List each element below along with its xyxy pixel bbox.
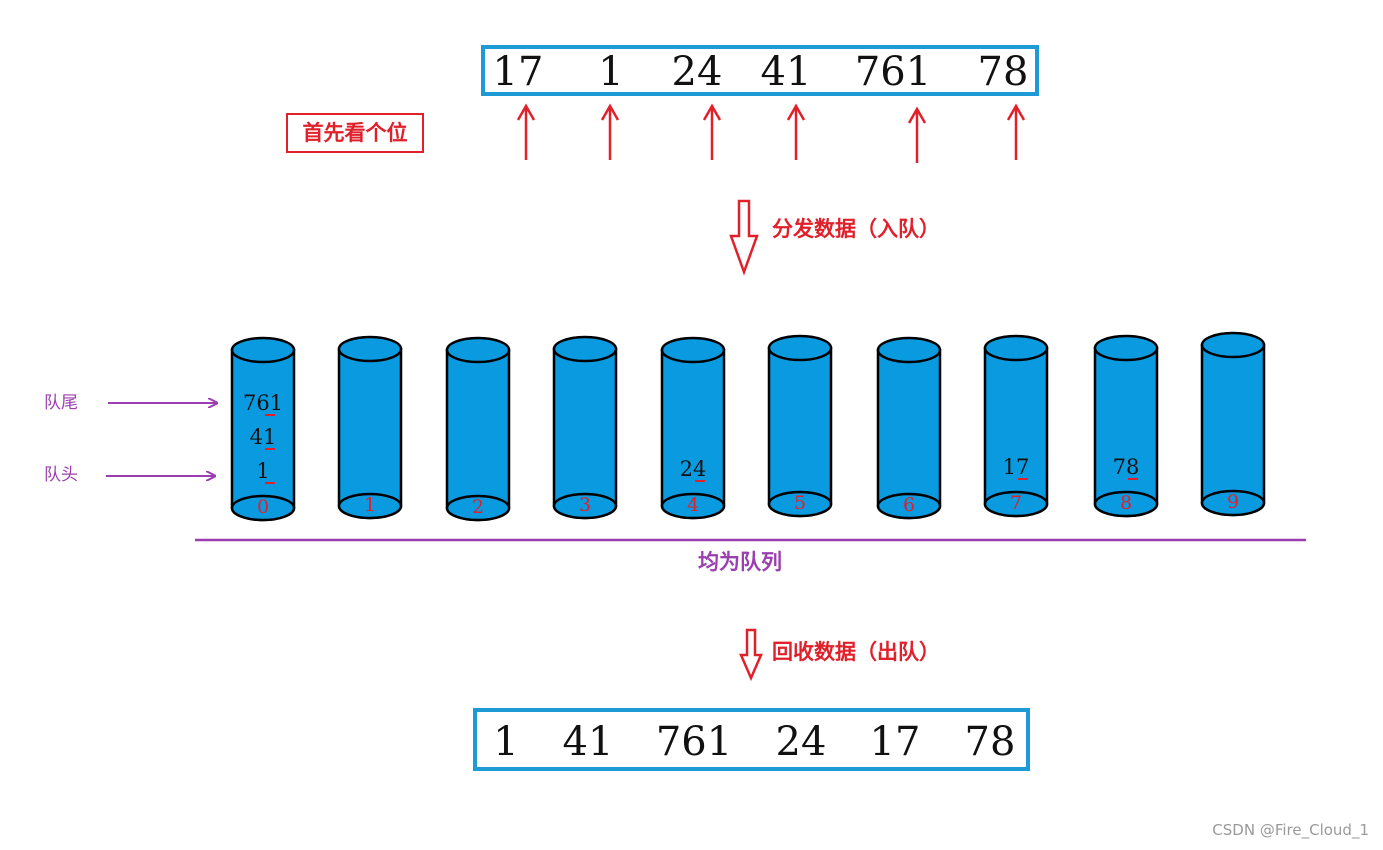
up-arrow-icon (907, 106, 927, 163)
queue-head-label: 队头 (44, 465, 78, 485)
bucket-cylinder (1093, 334, 1159, 518)
ones-digit-underline (1018, 478, 1028, 480)
input-number: 24 (671, 49, 723, 95)
down-arrow-icon (729, 199, 759, 276)
bucket-cylinder (445, 336, 511, 522)
bucket-index-label: 1 (363, 494, 377, 516)
input-number: 761 (854, 49, 932, 95)
bucket-cylinder (660, 336, 726, 520)
watermark: CSDN @Fire_Cloud_1 (1212, 821, 1369, 839)
output-number: 24 (775, 719, 827, 765)
up-arrow-icon (786, 103, 806, 160)
output-number: 78 (964, 719, 1016, 765)
input-number: 17 (492, 49, 544, 95)
bucket-index-label: 4 (686, 494, 700, 516)
bucket-item: 761 (242, 391, 284, 415)
up-arrow-icon (516, 103, 536, 160)
input-number: 78 (977, 49, 1029, 95)
ones-digit-underline (265, 448, 275, 450)
bucket-index-label: 5 (793, 492, 807, 514)
bucket-cylinder (983, 334, 1049, 518)
bucket-item: 78 (1112, 455, 1140, 479)
bucket-item: 41 (249, 425, 277, 449)
down-arrow-icon (739, 628, 763, 682)
collect-label: 回收数据（出队） (772, 639, 940, 664)
bucket-cylinder (1200, 331, 1266, 517)
bucket-item: 17 (1002, 455, 1030, 479)
bucket-cylinder (230, 336, 296, 522)
input-number: 1 (598, 49, 624, 95)
up-arrow-icon (1006, 103, 1026, 160)
bucket-index-label: 0 (256, 496, 270, 518)
queue-tail-label: 队尾 (44, 393, 78, 413)
bucket-index-label: 6 (902, 494, 916, 516)
input-array: 17 1 24 41 761 78 (481, 45, 1039, 96)
bucket-index-label: 2 (471, 496, 485, 518)
output-number: 41 (562, 719, 614, 765)
ones-digit-underline (1128, 478, 1138, 480)
bucket-index-label: 7 (1009, 492, 1023, 514)
bucket-cylinder (767, 334, 833, 518)
bucket-index-label: 3 (578, 494, 592, 516)
bucket-cylinder (876, 336, 942, 520)
queue-caption: 均为队列 (698, 549, 782, 574)
bucket-index-label: 8 (1119, 492, 1133, 514)
bucket-cylinder (552, 335, 618, 520)
bucket-item: 24 (679, 457, 707, 481)
output-number: 17 (869, 719, 921, 765)
distribute-label: 分发数据（入队） (772, 216, 940, 241)
bucket-item: 1 (256, 459, 270, 483)
output-number: 761 (655, 719, 733, 765)
ones-digit-underline (265, 414, 275, 416)
output-number: 1 (493, 719, 519, 765)
step-label-ones-digit: 首先看个位 (286, 113, 424, 153)
output-array: 1 41 761 24 17 78 (473, 708, 1030, 771)
ones-digit-underline (265, 482, 275, 484)
input-number: 41 (760, 49, 812, 95)
ones-digit-underline (695, 480, 705, 482)
bucket-index-label: 9 (1226, 491, 1240, 513)
bucket-cylinder (337, 335, 403, 520)
up-arrow-icon (600, 103, 620, 160)
up-arrow-icon (702, 103, 722, 160)
